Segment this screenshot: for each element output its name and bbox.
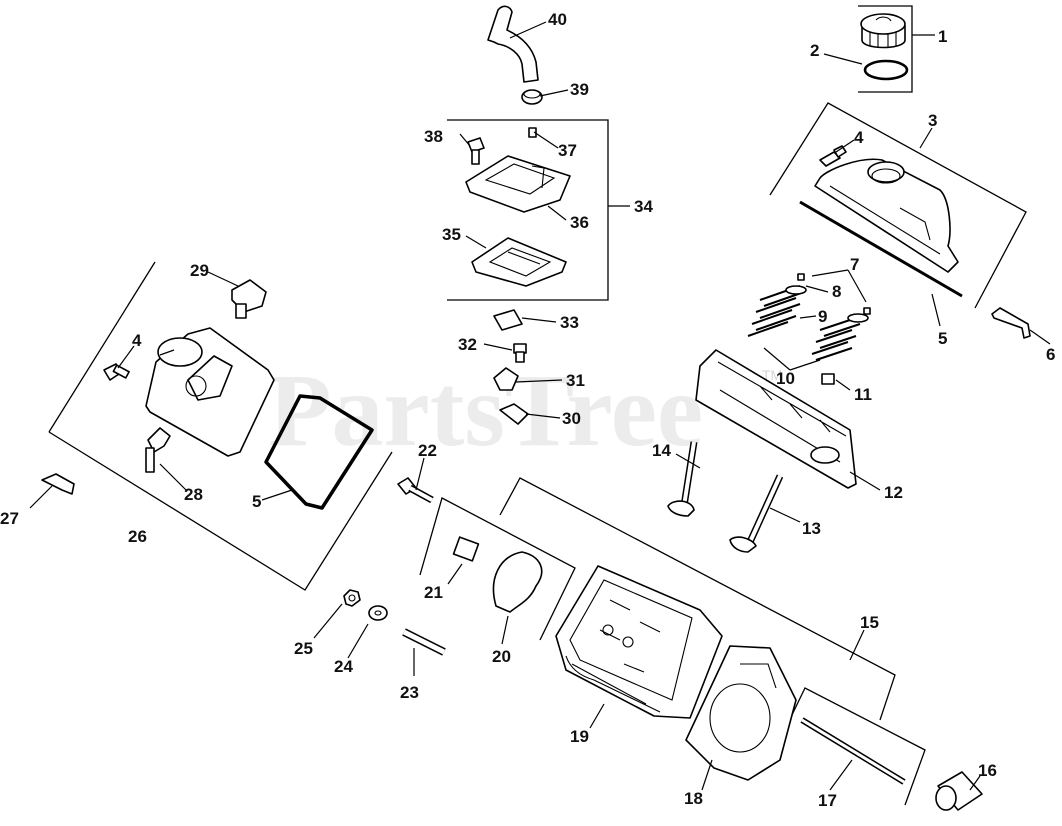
callout-21: 21: [424, 583, 443, 602]
intake-valve: [729, 474, 784, 553]
watermark: PartsTree: [268, 353, 703, 468]
callout-35: 35: [442, 225, 461, 244]
callout-2: 2: [810, 41, 819, 60]
stud-22: [397, 477, 434, 504]
callout-31: 31: [566, 371, 585, 390]
callout-39: 39: [570, 80, 589, 99]
callout-34: 34: [634, 197, 653, 216]
callout-4a: 4: [854, 128, 864, 147]
callout-5b: 5: [252, 492, 261, 511]
callout-1: 1: [938, 27, 947, 46]
leader-lines: [29, 21, 1051, 791]
valve-cover-left: [145, 327, 275, 457]
breather-tube: [487, 5, 539, 83]
callout-6: 6: [1046, 345, 1055, 364]
push-rod: [800, 717, 906, 785]
bolt-right: [819, 145, 847, 167]
breather-cover: [465, 155, 571, 213]
breather-fitting-29: [231, 279, 267, 319]
assembly-brackets: [48, 5, 1027, 806]
watermark-trademark: TM: [762, 367, 782, 383]
callout-11: 11: [854, 385, 872, 404]
callout-33: 33: [560, 313, 579, 332]
callout-12: 12: [884, 483, 903, 502]
plug-21: [452, 536, 480, 562]
valve-cover-gasket-right: [799, 200, 963, 298]
valve-cover-right: [814, 158, 959, 273]
callout-24: 24: [334, 657, 353, 676]
gasket-left: [264, 394, 374, 510]
breather-plug: [528, 127, 537, 138]
hose-clamp: [521, 89, 543, 105]
callout-30: 30: [562, 409, 581, 428]
rocker-plate: [695, 349, 857, 489]
callout-5a: 5: [938, 329, 947, 348]
callout-25: 25: [294, 639, 313, 658]
bolt-left: [103, 363, 130, 381]
callout-9: 9: [818, 307, 827, 326]
callout-29: 29: [190, 261, 209, 280]
cylinder-head: [555, 565, 723, 719]
exhaust-valve: [667, 441, 698, 517]
clip-27: [41, 473, 75, 495]
callout-32: 32: [458, 335, 477, 354]
callout-20: 20: [492, 647, 511, 666]
deflector-20: [492, 551, 543, 613]
callout-23: 23: [400, 683, 419, 702]
breather-gasket: [471, 237, 567, 287]
callout-8: 8: [832, 282, 841, 301]
bracket: [991, 307, 1031, 339]
head-gasket: [685, 645, 797, 781]
callout-7: 7: [850, 255, 859, 274]
oil-fill-cap: [860, 13, 906, 49]
o-ring: [863, 59, 909, 81]
callout-19: 19: [570, 727, 589, 746]
callout-17: 17: [818, 791, 837, 810]
callout-28: 28: [184, 485, 203, 504]
callout-3: 3: [928, 111, 937, 130]
callout-14: 14: [652, 441, 671, 460]
callout-36: 36: [570, 213, 589, 232]
breather-screw-small: [513, 343, 527, 363]
callout-26: 26: [128, 527, 147, 546]
callout-27: 27: [0, 509, 19, 528]
callout-22: 22: [418, 441, 437, 460]
tappet: [935, 771, 983, 811]
breather-reed: [493, 309, 523, 331]
callout-37: 37: [558, 141, 577, 160]
fitting-28: [145, 427, 171, 473]
nut-25: [343, 589, 361, 607]
callout-38: 38: [424, 127, 443, 146]
callout-40: 40: [548, 10, 567, 29]
callout-18: 18: [684, 789, 703, 808]
breather-screw: [467, 137, 485, 165]
callout-16: 16: [978, 761, 997, 780]
terminal-31: [493, 367, 519, 391]
callout-4b: 4: [132, 331, 142, 350]
valve-spring-set: [747, 273, 871, 385]
stud-23: [402, 628, 446, 656]
callout-13: 13: [802, 519, 821, 538]
callout-labels: 1 2 3 4 5 6 7 8 9 10 11 12 13 14 15 16 1…: [0, 10, 1055, 810]
callout-10: 10: [776, 369, 795, 388]
washer-24: [368, 605, 388, 621]
callout-15: 15: [860, 613, 879, 632]
